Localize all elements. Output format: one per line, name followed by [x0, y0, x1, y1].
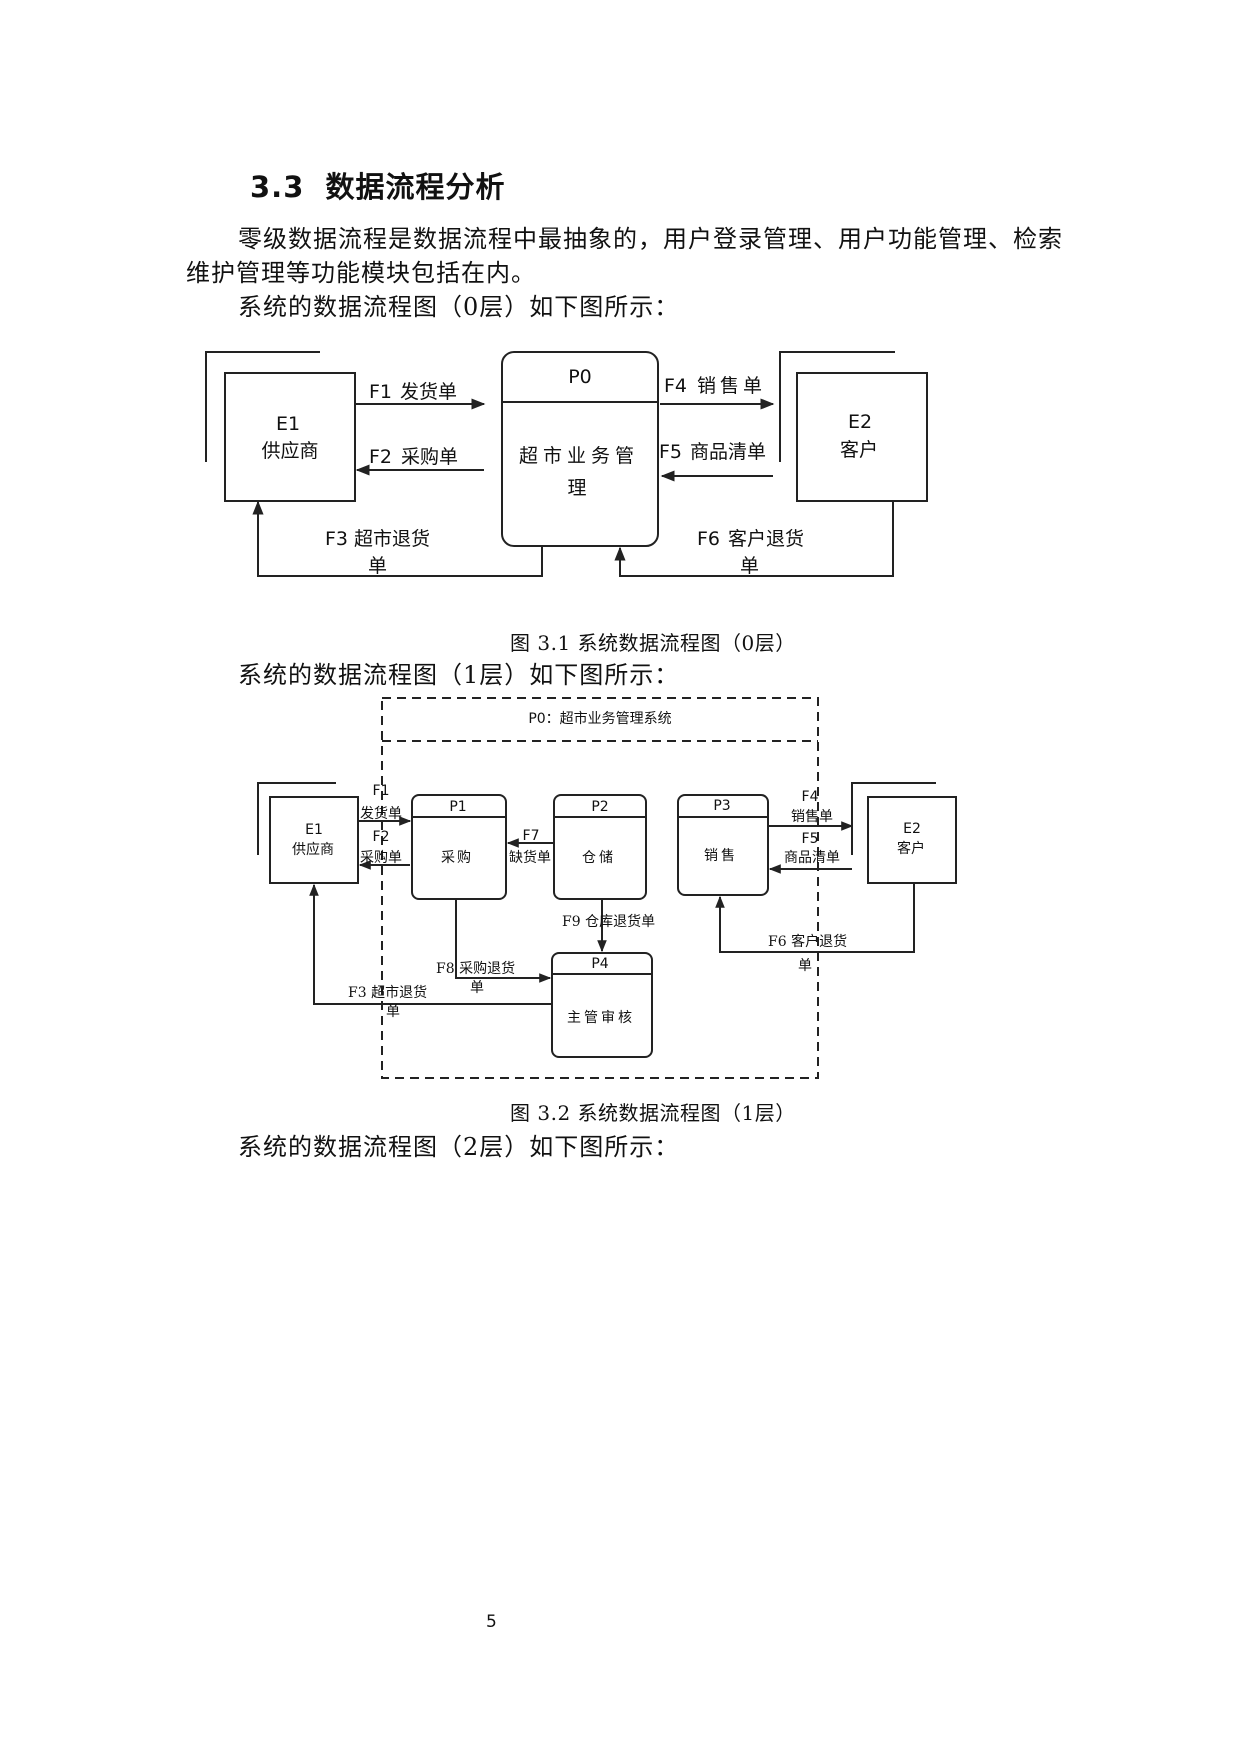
fig2-p3-id: P3 [713, 798, 730, 814]
figure3-lead-text: 系统的数据流程图（2层）如下图所示： [238, 1133, 680, 1161]
fig1-f6-code: F6 [697, 528, 720, 550]
fig2-e1-id: E1 [305, 822, 323, 838]
fig2-system-boundary: P0：超市业务管理系统 [381, 697, 819, 1079]
fig1-entity-e2: E2 客户 [779, 351, 928, 502]
fig2-f7-name: 缺货单 [509, 849, 551, 866]
fig2-f3-line2: 单 [386, 1004, 400, 1020]
fig2-f4-code: F4 [802, 789, 819, 805]
fig2-p3-name: 销售 [704, 848, 738, 864]
fig2-e2-name: 客户 [897, 840, 925, 857]
fig2-flow-f8-arrow [455, 899, 552, 983]
fig2-f6-label: F6 客户退货 [768, 933, 847, 950]
fig1-f3-name-line2: 单 [368, 555, 387, 577]
fig2-process-p4: P4 主管审核 [551, 952, 653, 1058]
fig2-f8-line2: 单 [470, 980, 484, 996]
section-number: 3.3 [250, 170, 305, 204]
fig1-e1-name: 供应商 [261, 440, 318, 462]
fig2-f5-code: F5 [802, 831, 819, 847]
fig2-flow-f3-arrow [309, 883, 552, 1005]
figure1-caption: 图 3.1 系统数据流程图（0层） [510, 631, 796, 655]
fig1-flow-f6-arrow [614, 501, 894, 577]
fig2-e2-id: E2 [903, 821, 921, 837]
fig1-f3-name: 超市退货 [354, 528, 430, 550]
intro-paragraph-line2: 维护管理等功能模块包括在内。 [186, 259, 536, 287]
fig2-flow-f6-arrow [715, 883, 915, 953]
fig1-f4-name: 销售单 [697, 375, 766, 397]
fig2-entity-e2: E2 客户 [851, 782, 957, 884]
intro-paragraph-line1: 零级数据流程是数据流程中最抽象的，用户登录管理、用户功能管理、检索 [238, 225, 1063, 253]
fig1-f4-code: F4 [664, 375, 687, 397]
fig1-flow-f3-arrow [252, 500, 543, 577]
fig2-p1-name: 采购 [441, 850, 473, 866]
fig1-f6-name-line2: 单 [740, 555, 759, 577]
page-number: 5 [486, 1612, 497, 1632]
fig1-f2-name: 采购单 [401, 446, 458, 468]
fig1-f5-code: F5 [659, 441, 682, 463]
fig1-p0-name: 超市业务管 [519, 445, 639, 467]
fig2-system-title: P0：超市业务管理系统 [528, 710, 671, 727]
fig2-e1-name: 供应商 [292, 841, 334, 858]
fig1-f1-name: 发货单 [400, 381, 457, 403]
figure2-lead-text: 系统的数据流程图（1层）如下图所示： [238, 661, 680, 689]
fig1-p0-name-line2: 理 [567, 477, 586, 499]
fig2-p4-id: P4 [591, 956, 608, 972]
fig1-e2-name: 客户 [840, 439, 878, 461]
fig2-f4-name: 销售单 [791, 809, 833, 825]
fig2-p4-name: 主管审核 [567, 1010, 635, 1026]
fig1-f3-code: F3 [325, 528, 348, 550]
fig1-entity-e1: E1 供应商 [205, 351, 356, 502]
fig2-p2-name: 仓储 [582, 850, 616, 866]
fig1-f2-code: F2 [369, 446, 392, 468]
fig2-f5-name: 商品清单 [784, 850, 840, 866]
fig1-f1-code: F1 [369, 381, 392, 403]
fig1-e1-id: E1 [276, 413, 300, 435]
fig2-f1-name: 发货单 [360, 805, 402, 822]
fig2-f7-code: F7 [523, 828, 540, 844]
fig1-e2-id: E2 [848, 411, 872, 433]
fig2-f9-label: F9 仓库退货单 [562, 913, 655, 930]
fig1-f5-name: 商品清单 [690, 441, 766, 463]
fig2-p2-id: P2 [591, 799, 608, 815]
fig1-f6-name: 客户退货 [728, 528, 804, 550]
fig2-process-p3: P3 销售 [677, 794, 769, 896]
fig2-p1-id: P1 [449, 799, 466, 815]
figure1-lead-text: 系统的数据流程图（0层）如下图所示： [238, 293, 680, 321]
fig2-process-p2: P2 仓储 [553, 794, 647, 900]
fig1-process-p0: P0 超市业务管 理 [501, 351, 659, 547]
fig1-p0-id: P0 [568, 366, 592, 388]
fig2-entity-e1: E1 供应商 [257, 782, 359, 884]
fig2-f8-label: F8 采购退货 [436, 960, 515, 977]
fig2-process-p1: P1 采购 [411, 794, 507, 900]
section-title: 数据流程分析 [325, 170, 506, 204]
fig2-f1-code: F1 [373, 783, 390, 799]
fig2-f3-label: F3 超市退货 [348, 984, 427, 1001]
figure2-caption: 图 3.2 系统数据流程图（1层） [510, 1101, 796, 1125]
fig2-f2-code: F2 [373, 829, 390, 845]
section-heading: 3.3 数据流程分析 [250, 164, 506, 206]
fig2-f6-line2: 单 [798, 958, 812, 974]
fig2-f2-name: 采购单 [360, 850, 402, 866]
